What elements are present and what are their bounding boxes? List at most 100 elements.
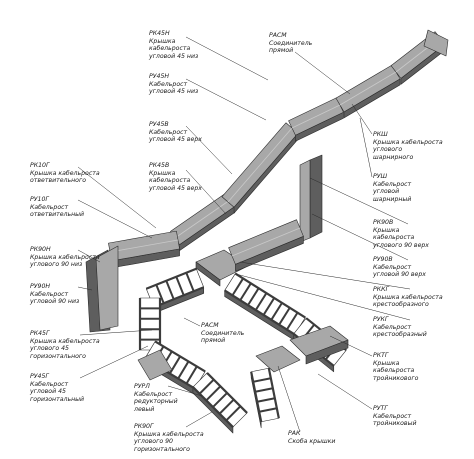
label-line: Кабельрост (149, 128, 188, 136)
label-ru90v: РУ90В Кабельрост угловой 90 верх (373, 256, 426, 279)
label-line: углового 45 (30, 345, 69, 353)
ladder-center-rung (247, 287, 260, 306)
label-rasm-top: РАСМ Соединитель прямой (269, 32, 312, 55)
label-code: РУШ (373, 173, 388, 180)
label-rk90n: РК90Н Крышка кабельроста углового 90 низ (30, 246, 100, 269)
leader-line (77, 249, 101, 263)
ladder-center-rung (239, 282, 252, 301)
label-line: угловой (373, 188, 400, 196)
label-line: угловой 90 низ (30, 298, 80, 306)
tray-run-d-ridge (339, 71, 397, 106)
ladder-lower-rung (218, 398, 235, 415)
ladder-tee-down-rung (252, 377, 272, 383)
label-line: углового (373, 146, 403, 154)
label-rktg: РКТГ Крышка кабельроста тройникового (373, 352, 418, 382)
leader-lines (77, 36, 411, 433)
label-line: Скоба крышки (288, 437, 336, 445)
label-line: Кабельрост (134, 390, 173, 398)
leader-line (183, 317, 201, 327)
label-line: Кабельрост (373, 263, 412, 271)
label-line: редукторный (134, 398, 178, 406)
label-code: РУТГ (373, 405, 388, 412)
label-rukg: РУКГ Кабельрост крестообразный (373, 316, 427, 339)
label-line: угловой 45 верх (149, 184, 202, 192)
label-code: РККГ (373, 286, 389, 293)
leader-line (309, 177, 409, 225)
label-line: Крышка (373, 359, 400, 367)
riser-side (309, 154, 323, 239)
label-code: РКШ (373, 131, 388, 138)
ladder-lower-rung (212, 392, 228, 408)
label-rushch: РУШ Кабельрост угловой шарнирный (373, 173, 411, 203)
label-line: угловой 45 низ (149, 52, 199, 60)
leader-line (167, 385, 203, 397)
tee-arm-side (305, 339, 349, 365)
leader-line (77, 199, 153, 239)
ladder-upper-left-rail (145, 267, 197, 290)
label-ru90n: РУ90Н Кабельрост угловой 90 низ (30, 283, 79, 306)
label-code: РК45Г (30, 330, 50, 337)
ladder-center-rung (270, 302, 283, 321)
leader-line (185, 125, 233, 175)
leader-line (317, 373, 373, 410)
down-bend-front (95, 245, 119, 331)
label-rak: РАК Скоба крышки (288, 430, 335, 445)
leader-line (351, 103, 373, 135)
leader-line (185, 411, 213, 428)
ladder-upper-left-rung (155, 284, 165, 304)
leader-line (185, 78, 267, 121)
ladder-upper-left-rung (165, 280, 175, 300)
label-ru45n: РУ45Н Кабельрост угловой 45 низ (149, 73, 198, 96)
label-line: углового 90 (134, 438, 173, 446)
leader-line (185, 36, 269, 81)
leader-line (277, 365, 301, 433)
leader-line (79, 329, 153, 336)
label-line: угловой 90 верх (373, 271, 426, 279)
tray-run-b-ridge (227, 127, 293, 203)
leader-line (329, 335, 373, 357)
label-line: Кабельрост (30, 380, 69, 388)
label-line: шарнирного (373, 153, 414, 161)
leader-line (185, 169, 227, 215)
label-code: РК90В (373, 219, 394, 226)
ladder-center-rung (262, 297, 276, 316)
label-rk90v: РК90В Крышка кабельроста углового 90 вер… (373, 219, 429, 249)
label-line: кабельроста (373, 367, 415, 375)
label-rkshch: РКШ Крышка кабельроста углового шарнирно… (373, 131, 443, 161)
label-line: Крышка кабельроста (30, 253, 100, 261)
cross-side (195, 261, 221, 287)
label-line: Кабельрост (373, 323, 412, 331)
label-line: Соединитель (201, 329, 245, 337)
label-line: левый (134, 405, 155, 413)
branch-left-ridge (109, 239, 179, 253)
label-line: Крышка кабельроста (373, 138, 443, 146)
ladder-curve-rung (185, 365, 198, 385)
label-line: Крышка (149, 37, 176, 45)
label-line: горизонтального (134, 445, 190, 453)
ladder-upper-left-rung (185, 272, 195, 292)
label-line: кабельроста (149, 45, 191, 53)
label-code: РАСМ (269, 32, 287, 39)
label-code: РУ45Г (30, 373, 49, 380)
label-line: шарнирный (373, 195, 412, 203)
ladder-upper-left-rail (153, 286, 205, 309)
label-code: РУРЛ (134, 383, 150, 390)
ladder-upper-left-rung (175, 276, 185, 296)
label-rasm-mid: РАСМ Соединитель прямой (201, 322, 244, 345)
label-line: тройниковый (373, 420, 417, 428)
ladder-tee-down-rail (250, 371, 263, 422)
tray-center-right-ridge (231, 227, 301, 257)
label-code: РК10Г (30, 162, 50, 169)
label-line: Кабельрост (373, 412, 412, 420)
label-line: Крышка (149, 169, 176, 177)
label-rk10g: РК10Г Крышка кабельроста ответвительного (30, 162, 100, 185)
label-code: РУ90Н (30, 283, 51, 290)
label-line: ответвительный (30, 211, 85, 219)
label-line: углового 90 низ (30, 261, 83, 269)
label-ru45v: РУ45В Кабельрост угловой 45 верх (149, 121, 202, 144)
label-code: РУКГ (373, 316, 389, 323)
label-code: РК45В (149, 162, 170, 169)
ladder-center-rail (224, 289, 296, 336)
ladder-tee-down-rung (258, 407, 278, 413)
